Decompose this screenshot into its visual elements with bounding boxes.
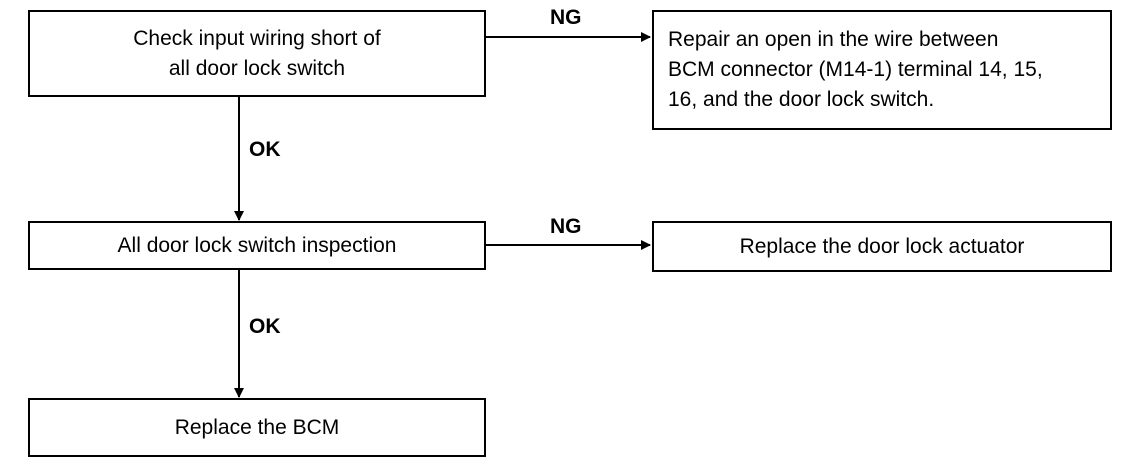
- check-wiring-box: Check input wiring short of all door loc…: [28, 10, 486, 97]
- check-wiring-line-2: all door lock switch: [168, 56, 346, 80]
- replace-actuator-label: Replace the door lock actuator: [739, 234, 1025, 258]
- replace-bcm-box: Replace the BCM: [28, 398, 486, 457]
- repair-open-line-1: Repair an open in the wire between: [668, 28, 999, 51]
- edge-label-inspection-to-actuator: NG: [550, 215, 582, 238]
- switch-inspection-label: All door lock switch inspection: [117, 233, 397, 257]
- repair-open-line-2: BCM connector (M14-1) terminal 14, 15,: [668, 58, 1043, 81]
- switch-inspection-box: All door lock switch inspection: [28, 221, 486, 270]
- edge-label-check-to-inspection: OK: [249, 138, 281, 161]
- edge-label-check-to-repair: NG: [550, 6, 582, 29]
- check-wiring-line-1: Check input wiring short of: [133, 26, 381, 50]
- repair-open-box: Repair an open in the wire between BCM c…: [652, 10, 1112, 130]
- edge-label-inspection-to-bcm: OK: [249, 315, 281, 338]
- replace-bcm-label: Replace the BCM: [174, 415, 340, 439]
- replace-actuator-box: Replace the door lock actuator: [652, 221, 1112, 272]
- repair-open-line-3: 16, and the door lock switch.: [668, 88, 935, 111]
